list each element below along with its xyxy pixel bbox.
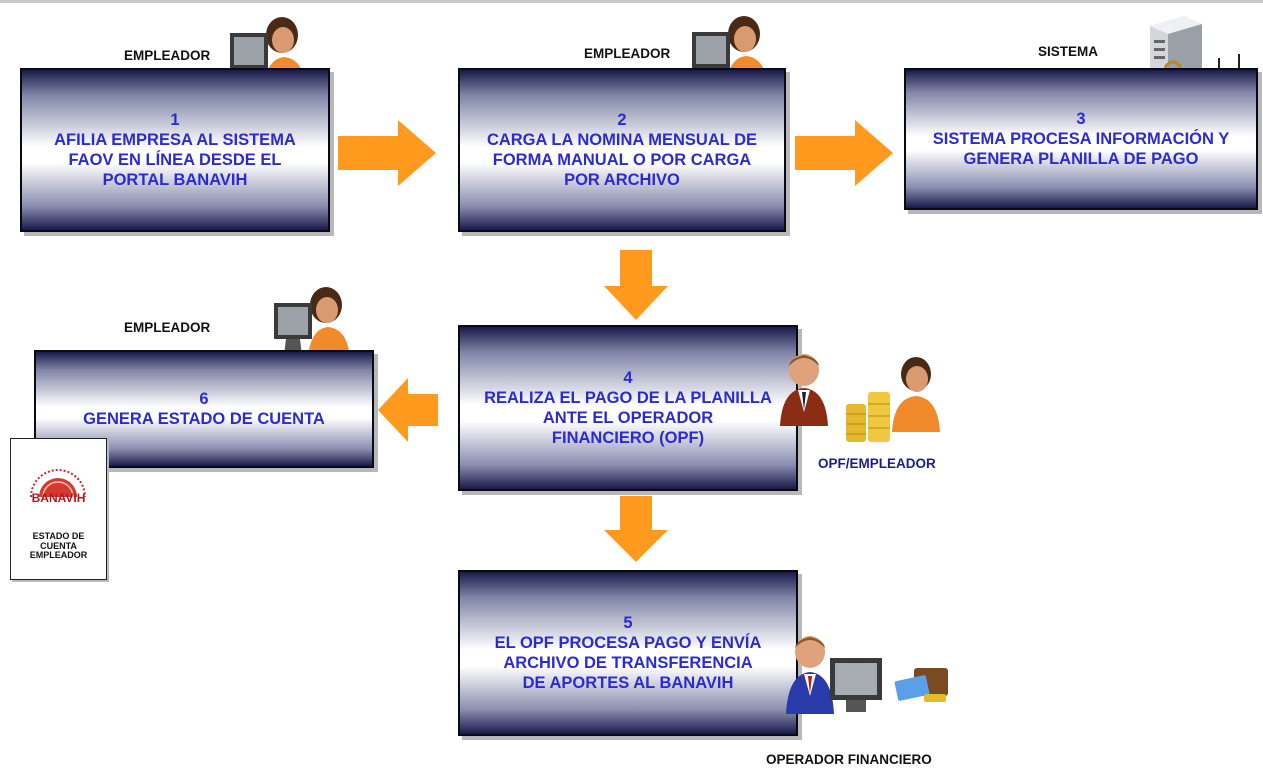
arrow-right-2-to-3 [795, 120, 893, 186]
step-4-number: 4 [623, 369, 633, 387]
arrow-right-1-to-2 [338, 120, 436, 186]
step-1-box: 1 AFILIA EMPRESA AL SISTEMA FAOV EN LÍNE… [20, 68, 330, 232]
arrow-down-2-to-4 [604, 250, 668, 320]
step-2-text: CARGA LA NOMINA MENSUAL DE FORMA MANUAL … [486, 131, 758, 189]
step-3-text: SISTEMA PROCESA INFORMACIÓN Y GENERA PLA… [932, 130, 1230, 168]
banavih-logo-icon [30, 469, 86, 498]
step-5-text: EL OPF PROCESA PAGO Y ENVÍA ARCHIVO DE T… [494, 634, 762, 692]
step-1-text: AFILIA EMPRESA AL SISTEMA FAOV EN LÍNEA … [54, 131, 296, 189]
step-4-box: 4 REALIZA EL PAGO DE LA PLANILLA ANTE EL… [458, 325, 798, 491]
employee-icon [892, 357, 940, 432]
step-5-number: 5 [623, 614, 633, 632]
banavih-brand: BANAVIH [31, 491, 86, 505]
step-5-box: 5 EL OPF PROCESA PAGO Y ENVÍA ARCHIVO DE… [458, 570, 798, 736]
arrow-down-4-to-5 [604, 496, 668, 562]
document-caption: ESTADO DE CUENTA EMPLEADOR [29, 531, 88, 560]
step-2-box: 2 CARGA LA NOMINA MENSUAL DE FORMA MANUA… [458, 68, 786, 232]
payment-card-wallet-icon [894, 668, 948, 702]
step-6-text: GENERA ESTADO DE CUENTA [83, 410, 325, 428]
step-4-role-label: OPF/EMPLEADOR [818, 456, 936, 471]
step-3-role-label: SISTEMA [1038, 44, 1099, 59]
coin-stack-icon [846, 392, 890, 442]
step-6-role-label: EMPLEADOR [124, 320, 211, 335]
step-6-number: 6 [199, 390, 209, 408]
step-1-role-label: EMPLEADOR [124, 48, 211, 63]
account-statement-document: BANAVIH ESTADO DE CUENTA EMPLEADOR [10, 438, 107, 580]
step-6-box: 6 GENERA ESTADO DE CUENTA [34, 350, 374, 468]
banker-at-computer-icon [786, 636, 882, 714]
step-2-number: 2 [617, 111, 627, 129]
step-3-number: 3 [1076, 110, 1086, 128]
step-1-number: 1 [170, 111, 180, 129]
top-border [0, 0, 1263, 3]
step-5-role-label: OPERADOR FINANCIERO [766, 752, 932, 767]
banker-icon [780, 354, 828, 426]
step-4-text: REALIZA EL PAGO DE LA PLANILLA ANTE EL O… [484, 389, 772, 447]
arrow-left-4-to-6 [378, 378, 438, 442]
step-3-box: 3 SISTEMA PROCESA INFORMACIÓN Y GENERA P… [904, 68, 1258, 210]
step-2-role-label: EMPLEADOR [584, 46, 671, 61]
